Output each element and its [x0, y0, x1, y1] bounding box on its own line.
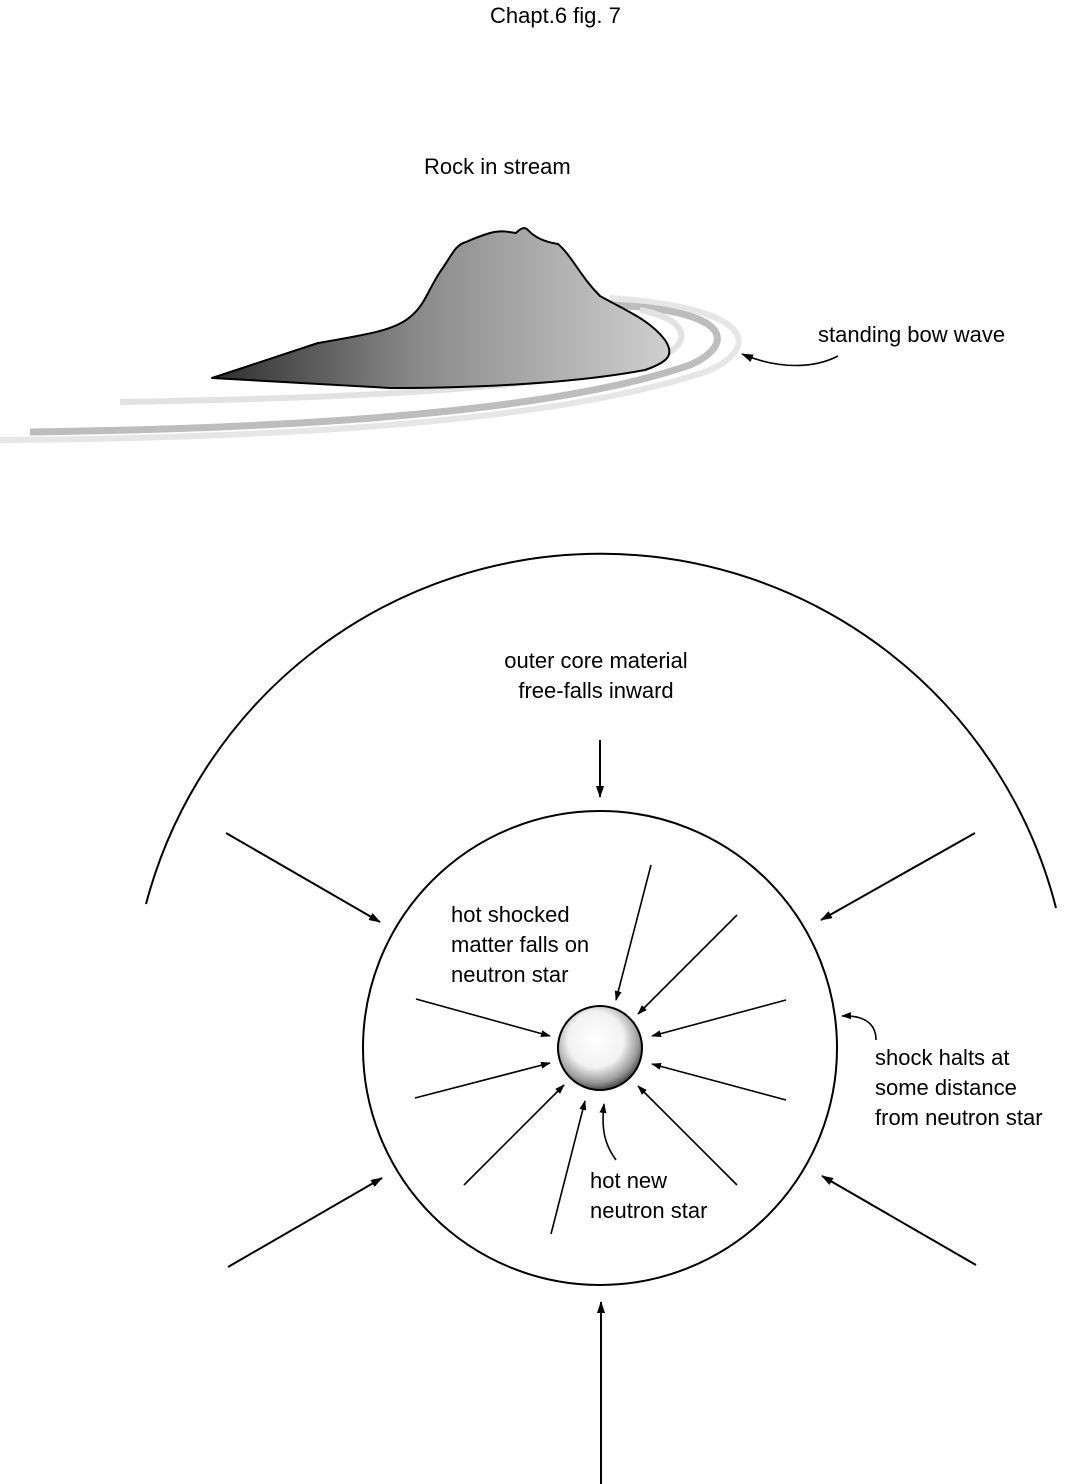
shocked-matter-label-line-1: hot shocked — [451, 902, 570, 927]
figure-title: Chapt.6 fig. 7 — [490, 3, 621, 28]
infall-arrow-lower-right — [821, 1175, 977, 1266]
rock-shape — [211, 227, 671, 389]
shocked-matter-label-line-2: matter falls on — [451, 932, 590, 957]
accretion-arrow-1 — [614, 864, 652, 1001]
bow-wave-stream — [29, 301, 721, 436]
infall-arrow-upper-left — [225, 832, 381, 923]
outer-core-label-line-2: free-falls inward — [518, 678, 674, 703]
shock-boundary-circle — [362, 810, 838, 1286]
outer-core-label-line-1: outer core material — [504, 648, 688, 673]
neutron-star-label: hot new neutron star — [590, 1166, 707, 1226]
infall-arrow-upper-right — [820, 832, 976, 921]
neutron-star — [557, 1005, 643, 1091]
neutron-star-pointer-arrow — [599, 1103, 617, 1161]
accretion-arrow-8 — [414, 1061, 551, 1099]
accretion-arrow-5 — [637, 1085, 738, 1186]
core-collapse-diagram — [145, 552, 1057, 1484]
shock-pointer-arrow — [841, 1012, 877, 1041]
shock-halts-label-line-2: some distance — [875, 1075, 1017, 1100]
bow-wave-outer-stream — [0, 295, 742, 443]
rock-in-stream-illustration — [0, 227, 839, 443]
outer-core-label: outer core material free-falls inward — [480, 646, 712, 706]
bow-wave-pointer-arrow — [741, 353, 839, 367]
shock-halts-label: shock halts at some distance from neutro… — [875, 1043, 1043, 1133]
accretion-arrow-7 — [463, 1084, 565, 1186]
bow-wave-label: standing bow wave — [818, 322, 1006, 347]
infall-arrow-lower-left — [227, 1177, 383, 1268]
rock-panel-title: Rock in stream — [424, 154, 571, 179]
accretion-arrow-6 — [550, 1100, 587, 1235]
accretion-arrow-9 — [415, 998, 551, 1037]
shocked-matter-label: hot shocked matter falls on neutron star — [451, 900, 589, 990]
neutron-star-label-line-1: hot new — [590, 1168, 668, 1193]
accretion-arrow-4 — [651, 1062, 787, 1101]
shocked-matter-label-line-3: neutron star — [451, 962, 569, 987]
accretion-arrow-3 — [651, 999, 787, 1038]
neutron-star-label-line-2: neutron star — [590, 1198, 708, 1223]
shock-halts-label-line-1: shock halts at — [875, 1045, 1010, 1070]
shock-halts-label-line-3: from neutron star — [875, 1105, 1043, 1130]
accretion-arrow-2 — [637, 914, 738, 1015]
outer-core-arc — [145, 552, 1057, 909]
